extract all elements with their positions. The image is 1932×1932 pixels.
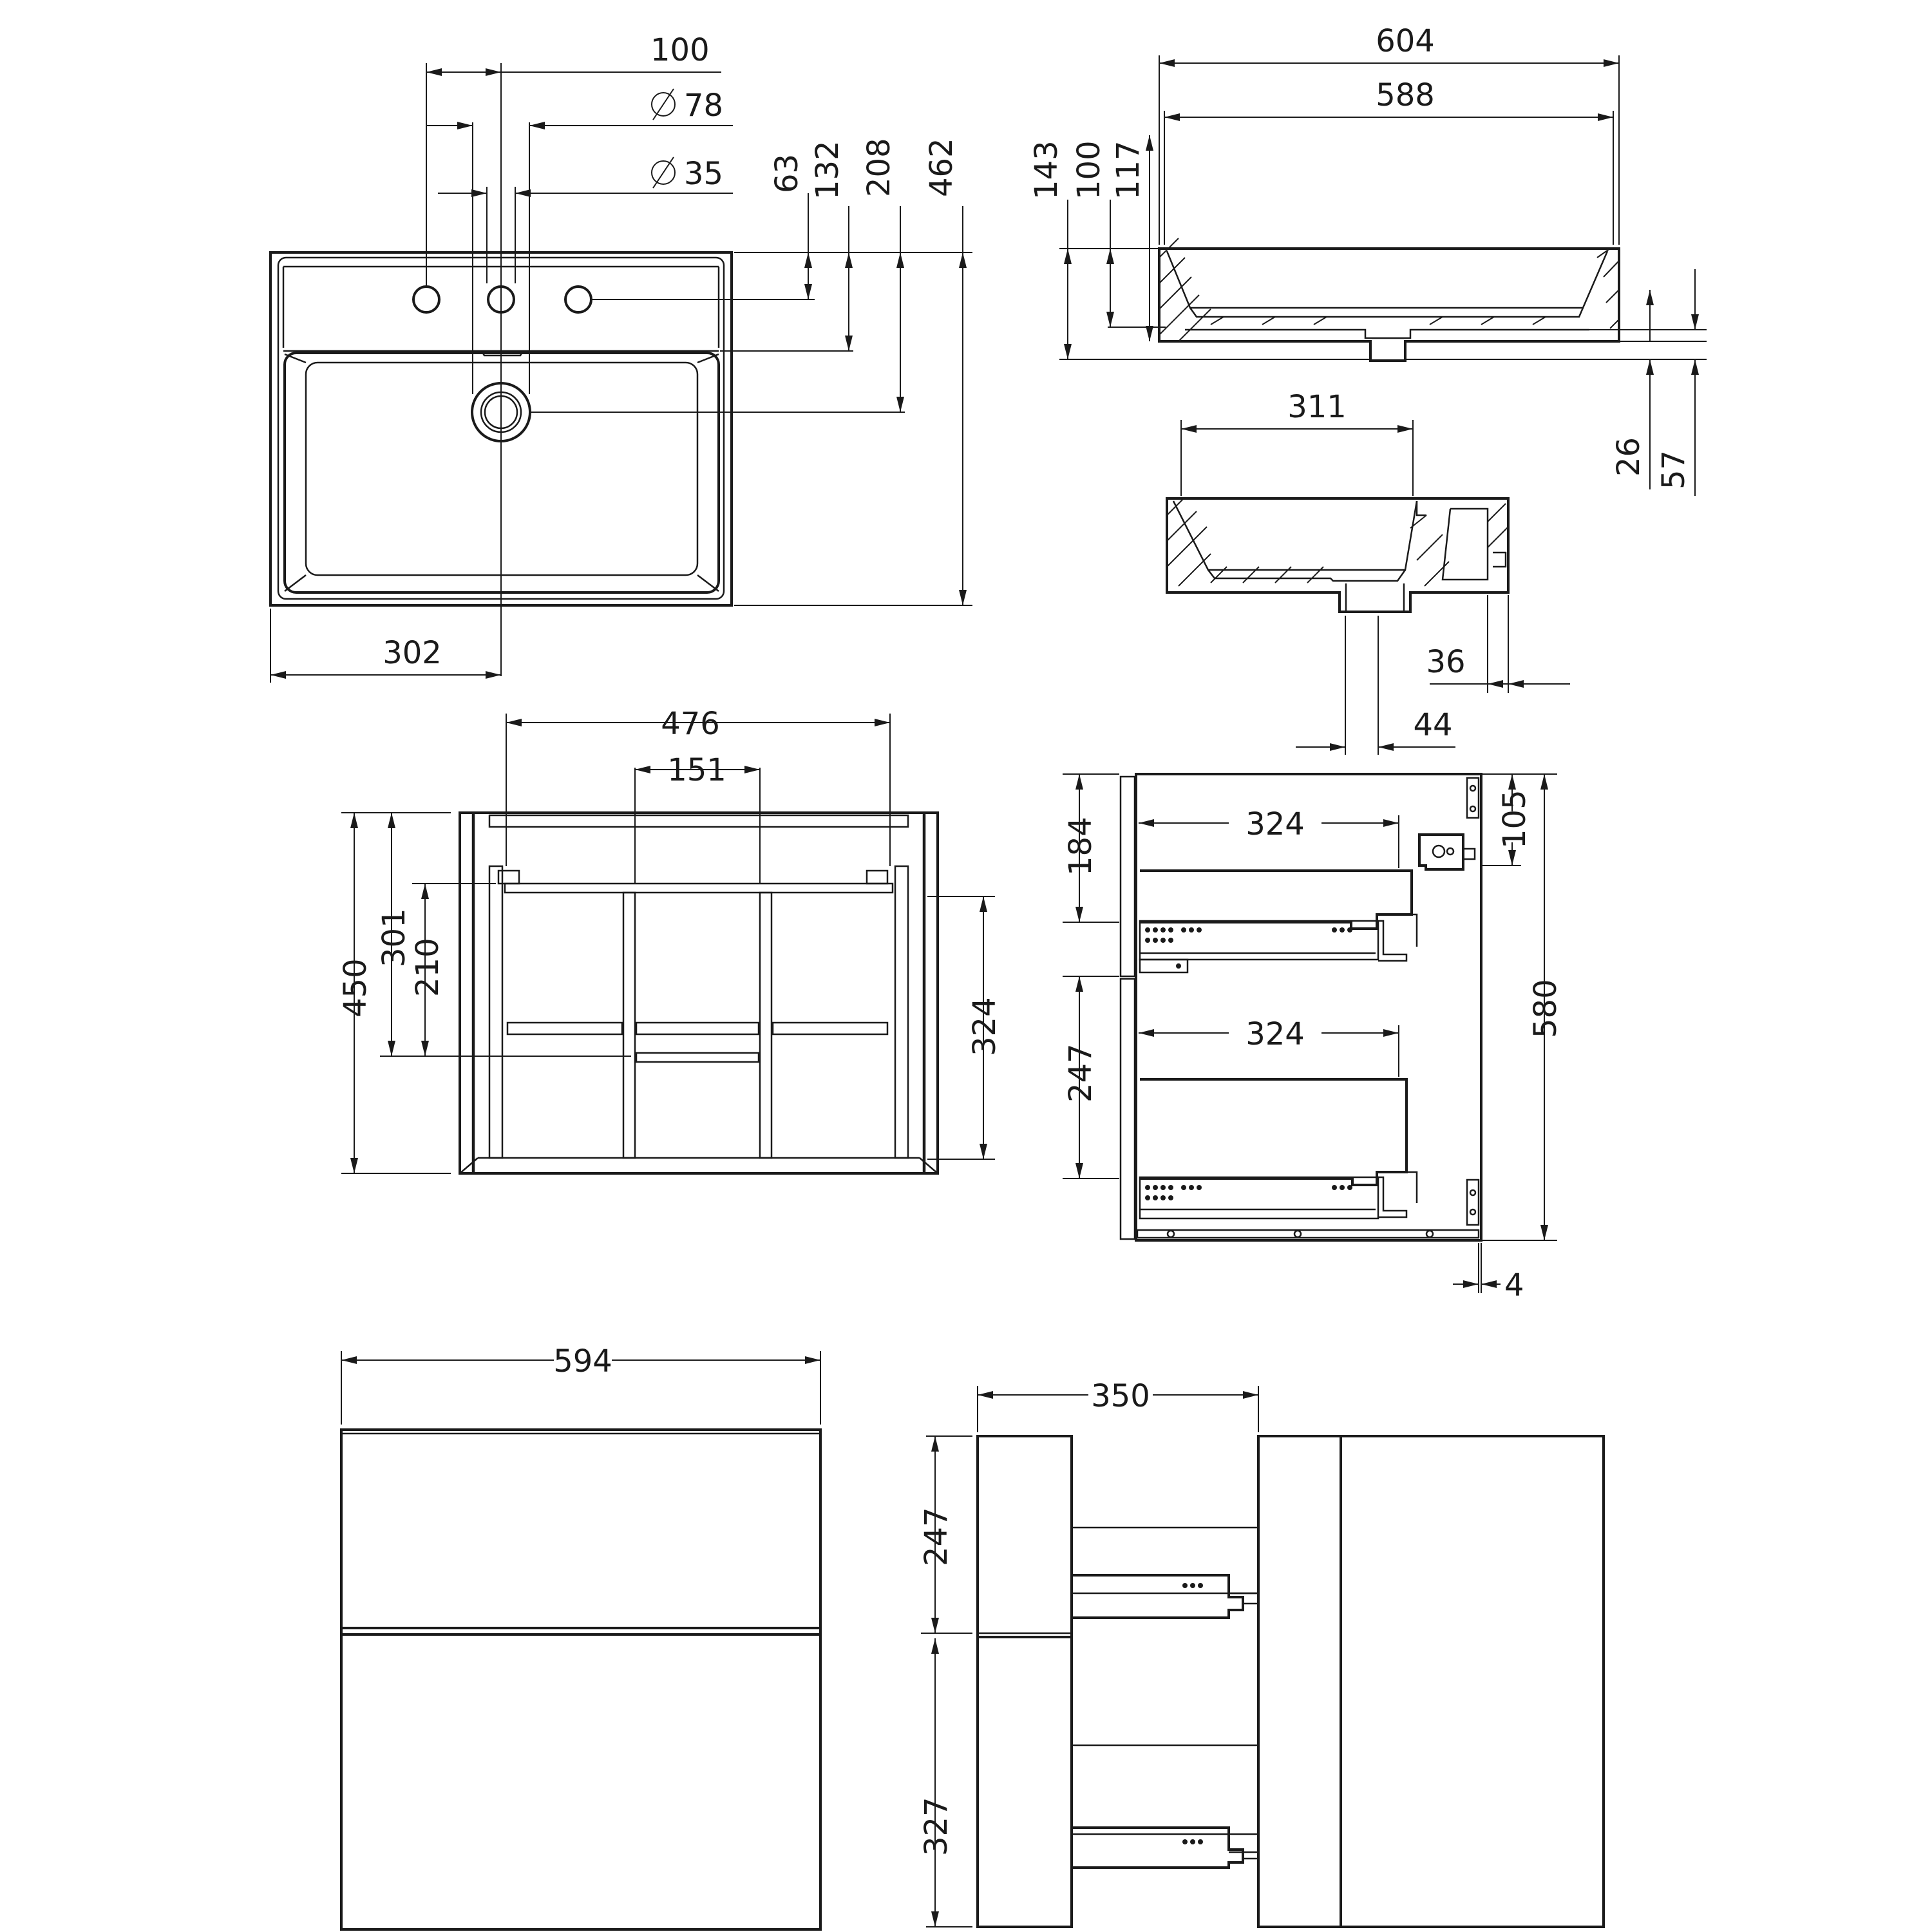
dim-302: 302: [383, 635, 442, 671]
dim-210: 210: [410, 938, 446, 997]
dim-143: 143: [1028, 140, 1065, 200]
dim-450: 450: [337, 958, 374, 1018]
dim-462: 462: [923, 138, 960, 197]
dim-63: 63: [769, 154, 805, 193]
dim-350: 350: [1091, 1378, 1150, 1414]
dim-outlet-diameter: 78: [684, 88, 723, 124]
diameter-icon: [651, 156, 676, 189]
dim-drawer-depth-bottom: 324: [1245, 1016, 1305, 1052]
basin-side-view: 604 588 143 100 117 26 57: [1028, 23, 1707, 496]
diameter-icon: [651, 88, 676, 120]
cabinet-top-view: 476 151 450 301 210 324: [337, 706, 1003, 1175]
dim-44: 44: [1413, 707, 1452, 743]
cabinet-side-section-view: 184 247 324 324 105 580 4: [1063, 773, 1564, 1303]
dim-594: 594: [553, 1343, 612, 1379]
dim-26: 26: [1611, 437, 1647, 477]
dim-247: 247: [918, 1507, 954, 1566]
dim-476: 476: [661, 706, 720, 742]
dim-151: 151: [667, 752, 726, 788]
cabinet-side-view: 350 247 327: [918, 1378, 1605, 1928]
tap-hole-right: [564, 285, 592, 314]
dim-tap-spacing: 100: [650, 32, 710, 68]
dim-117: 117: [1110, 140, 1146, 200]
basin-section-view: 311 36 44: [1166, 389, 1570, 755]
dim-36: 36: [1426, 644, 1465, 680]
dim-100: 100: [1071, 140, 1107, 200]
dim-324: 324: [967, 997, 1003, 1056]
dim-604: 604: [1376, 23, 1435, 59]
dim-588: 588: [1376, 77, 1435, 113]
dim-105: 105: [1497, 790, 1533, 849]
dim-hole-diameter: 35: [684, 156, 723, 192]
dim-132: 132: [810, 140, 846, 200]
dim-327: 327: [918, 1797, 954, 1856]
dim-4: 4: [1504, 1267, 1524, 1303]
dim-drawer-depth-top: 324: [1245, 806, 1305, 842]
dim-247: 247: [1063, 1043, 1099, 1103]
dim-311: 311: [1287, 389, 1347, 425]
drawer-gap: [340, 1627, 822, 1636]
cabinet-front-view: 594: [340, 1343, 822, 1931]
dim-184: 184: [1063, 817, 1099, 876]
dim-580: 580: [1528, 979, 1564, 1038]
tap-hole-left: [412, 285, 440, 314]
dim-208: 208: [861, 138, 897, 197]
dim-57: 57: [1656, 450, 1692, 489]
basin-top-view: 100 78 35 63 132 208 462 302: [269, 32, 972, 683]
dim-301: 301: [376, 908, 412, 967]
